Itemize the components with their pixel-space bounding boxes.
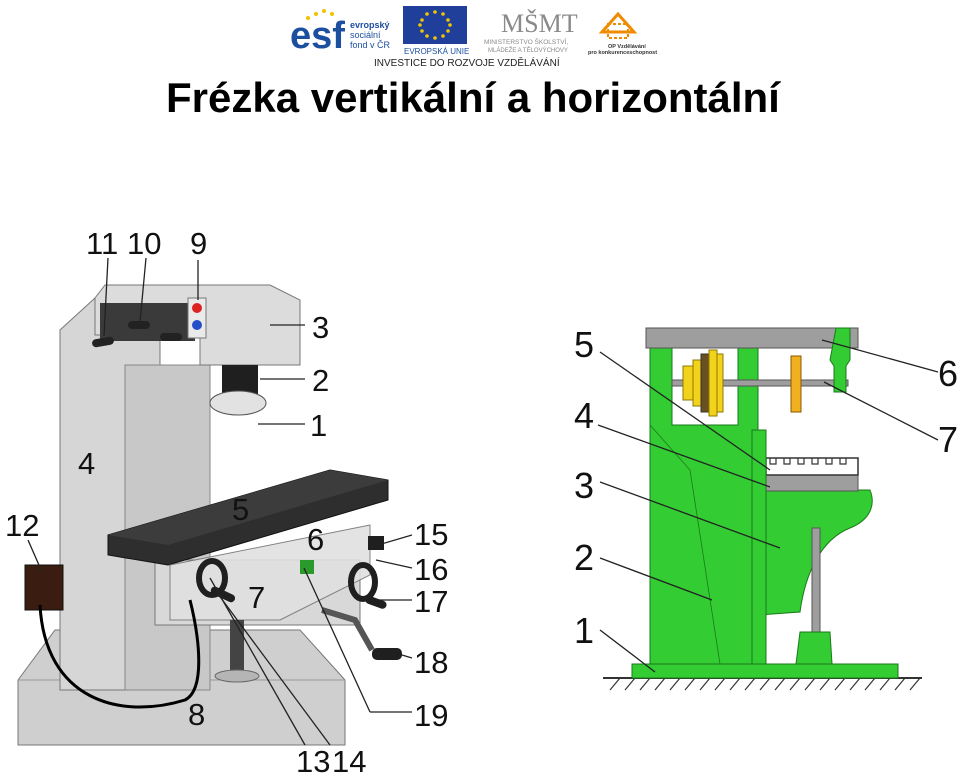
label-v-9: 9 bbox=[190, 226, 207, 261]
horizontal-labels: 1 2 3 4 5 6 7 bbox=[574, 324, 958, 651]
label-v-8: 8 bbox=[188, 697, 205, 732]
label-h-2: 2 bbox=[574, 537, 594, 578]
horizontal-milling-machine bbox=[603, 327, 922, 691]
svg-text:esf: esf bbox=[290, 15, 345, 57]
label-h-5: 5 bbox=[574, 324, 594, 365]
label-v-6: 6 bbox=[307, 522, 324, 557]
svg-text:MLÁDEŽE A TĚLOVÝCHOVY: MLÁDEŽE A TĚLOVÝCHOVY bbox=[488, 46, 568, 54]
vertical-labels: 1 2 3 4 5 6 7 8 9 10 11 12 13 14 15 16 1… bbox=[5, 226, 448, 779]
label-v-5: 5 bbox=[232, 492, 249, 527]
slogan: INVESTICE DO ROZVOJE VZDĚLÁVÁNÍ bbox=[374, 56, 560, 68]
label-v-2: 2 bbox=[312, 363, 329, 398]
label-v-3: 3 bbox=[312, 310, 329, 345]
label-h-7: 7 bbox=[938, 419, 958, 460]
label-h-3: 3 bbox=[574, 465, 594, 506]
label-v-19: 19 bbox=[414, 698, 448, 733]
label-v-10: 10 bbox=[127, 226, 161, 261]
label-h-4: 4 bbox=[574, 395, 594, 436]
vertical-leader-lines bbox=[27, 257, 413, 746]
label-h-6: 6 bbox=[938, 353, 958, 394]
label-v-4: 4 bbox=[78, 446, 95, 481]
svg-text:pro konkurenceschopnost: pro konkurenceschopnost bbox=[588, 50, 657, 56]
label-v-7: 7 bbox=[248, 580, 265, 615]
horizontal-leader-lines bbox=[597, 339, 939, 673]
label-v-18: 18 bbox=[414, 645, 448, 680]
svg-text:fond v ČR: fond v ČR bbox=[350, 40, 391, 50]
esf-logo: esf evropský sociální fond v ČR bbox=[288, 6, 398, 57]
page-title: Frézka vertikální a horizontální bbox=[166, 74, 780, 121]
svg-text:sociální: sociální bbox=[350, 30, 381, 40]
svg-text:OP Vzdělávání: OP Vzdělávání bbox=[608, 44, 646, 50]
svg-text:MINISTERSTVO ŠKOLSTVÍ,: MINISTERSTVO ŠKOLSTVÍ, bbox=[484, 37, 568, 46]
label-v-14: 14 bbox=[332, 744, 366, 779]
vertical-milling-machine bbox=[17, 284, 402, 746]
logo-banner: esf evropský sociální fond v ČR EVROPSKÁ… bbox=[288, 6, 657, 68]
label-v-12: 12 bbox=[5, 508, 39, 543]
label-v-13: 13 bbox=[296, 744, 330, 779]
svg-text:EVROPSKÁ UNIE: EVROPSKÁ UNIE bbox=[404, 47, 469, 56]
label-v-16: 16 bbox=[414, 552, 448, 587]
label-v-1: 1 bbox=[310, 408, 327, 443]
svg-text:evropský: evropský bbox=[350, 20, 390, 30]
op-logo: OP Vzdělávání pro konkurenceschopnost bbox=[588, 11, 657, 56]
label-v-11: 11 bbox=[86, 226, 118, 261]
eu-flag-logo: EVROPSKÁ UNIE bbox=[403, 6, 469, 56]
label-v-15: 15 bbox=[414, 517, 448, 552]
svg-text:MŠMT: MŠMT bbox=[501, 9, 578, 38]
label-v-17: 17 bbox=[414, 584, 448, 619]
label-h-1: 1 bbox=[574, 610, 594, 651]
msmt-logo: MŠMT MINISTERSTVO ŠKOLSTVÍ, MLÁDEŽE A TĚ… bbox=[484, 9, 578, 54]
